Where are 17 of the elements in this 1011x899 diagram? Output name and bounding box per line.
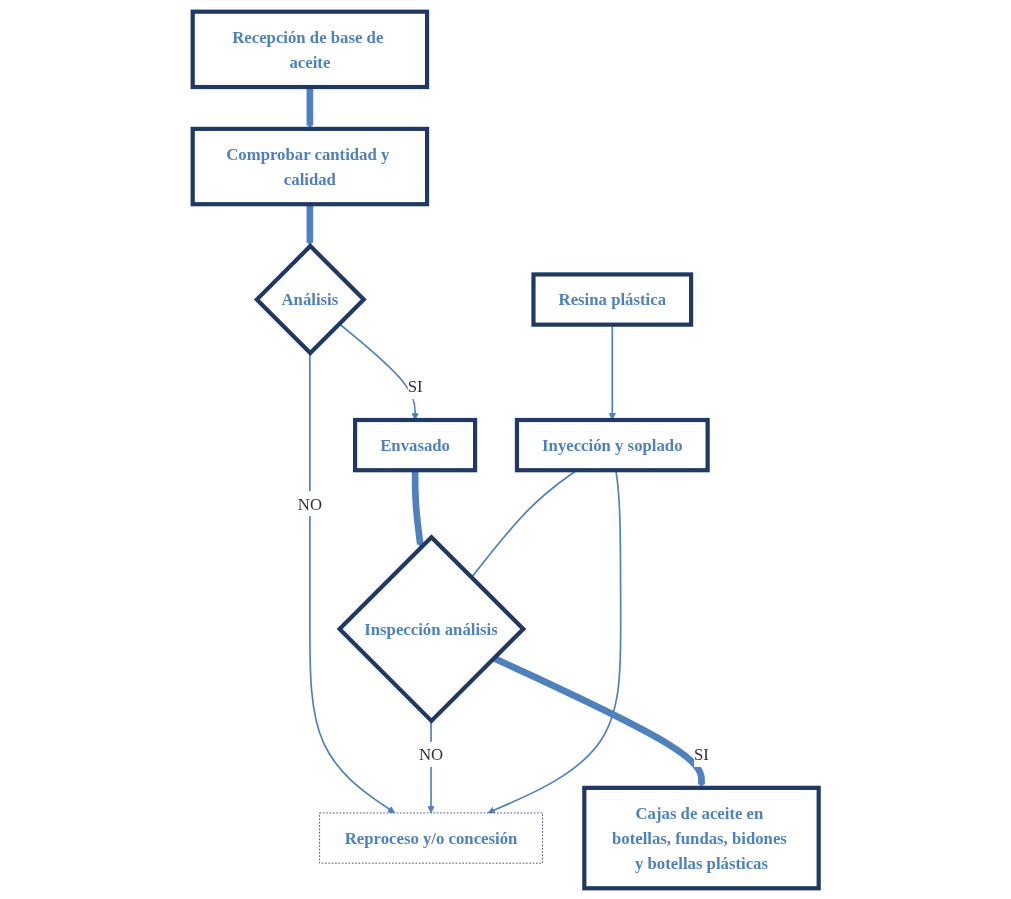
node-diamond: Análisis bbox=[253, 242, 367, 356]
node-box: Resina plástica bbox=[531, 271, 694, 327]
arrow bbox=[306, 203, 314, 246]
edge-label: SI bbox=[407, 376, 423, 396]
node-box: Cajas de aceite en botellas, fundas, bidones y botellas plásticas bbox=[582, 785, 821, 890]
node-box: Comprobar cantidad y calidad bbox=[190, 126, 429, 206]
edge-label: SI bbox=[693, 744, 709, 764]
node-box: Envasado bbox=[352, 417, 477, 472]
edge-label: NO bbox=[297, 493, 322, 513]
node-diamond: Inspección análisis bbox=[336, 533, 527, 724]
arrow bbox=[411, 469, 424, 548]
node-box: Recepción de base de aceite bbox=[190, 9, 429, 89]
edge-label: NO bbox=[418, 744, 443, 764]
arrow bbox=[492, 654, 705, 788]
arrow bbox=[306, 86, 314, 129]
node-box: Inyección y soplado bbox=[514, 417, 710, 472]
node-box: Reproceso y/o concesión bbox=[318, 812, 543, 864]
